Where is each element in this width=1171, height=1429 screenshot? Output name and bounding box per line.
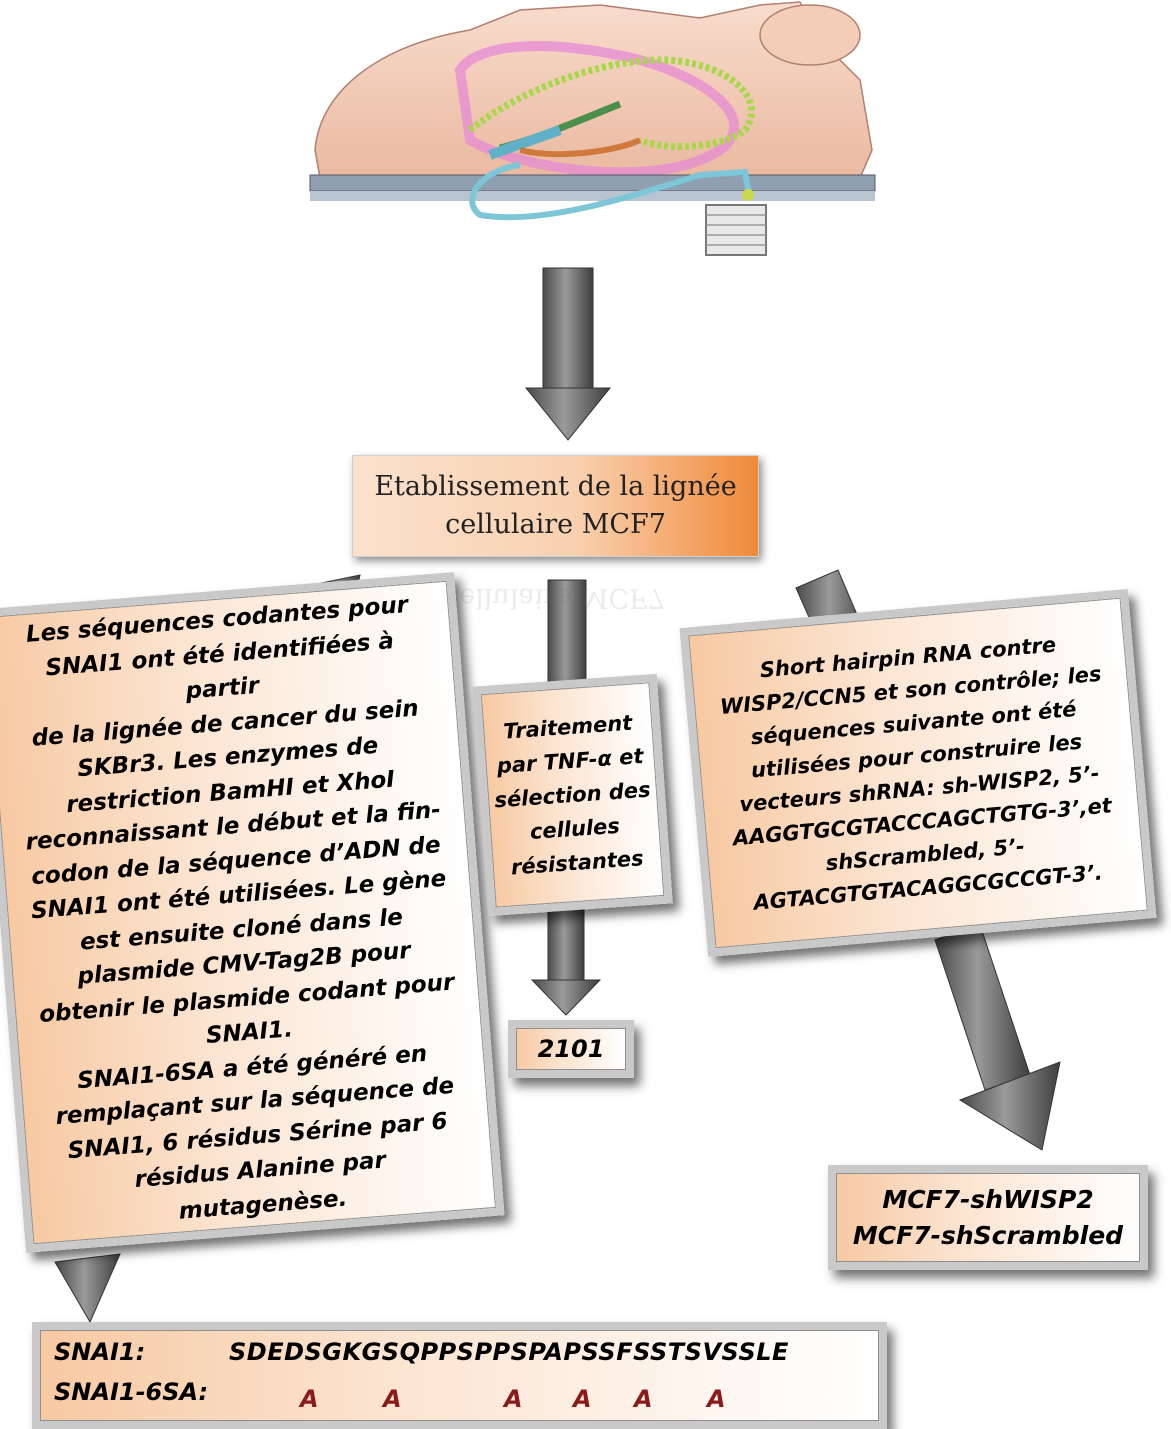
arrow-right-lower (934, 924, 1061, 1151)
sequence-box: SNAI1: SDEDSGKGSQPPSPPSPAPSSFSSTSVSSLE S… (32, 1322, 887, 1429)
result-mcf7-line1: MCF7-shWISP2 (882, 1184, 1094, 1214)
mutation-6: A (707, 1385, 726, 1413)
mutation-5: A (634, 1385, 653, 1413)
result-2101-label: 2101 (537, 1035, 605, 1063)
mutation-1: A (300, 1385, 319, 1413)
sequence-label-6sa: SNAI1-6SA: (54, 1378, 209, 1406)
arrow-left-lower (54, 1253, 121, 1324)
result-mcf7-box: MCF7-shWISP2 MCF7-shScrambled (828, 1165, 1148, 1270)
snai1-cloning-box: Les séquences codantes pour SNAI1 ont ét… (0, 572, 505, 1253)
sequence-value-snai1: SDEDSGKGSQPPSPPSPAPSSFSSTSVSSLE (229, 1338, 789, 1366)
tnf-treatment-text: Traitement par TNF-α et sélection des ce… (493, 710, 652, 880)
sequence-label-snai1: SNAI1: (54, 1338, 146, 1366)
mutation-4: A (573, 1385, 592, 1413)
surgery-illustration (309, 1, 876, 256)
main-step-line1: Etablissement de la lignée (374, 471, 737, 502)
arrow-down-main (524, 267, 612, 441)
main-step-line2: cellulaire MCF7 (445, 509, 666, 540)
tnf-treatment-box: Traitement par TNF-α et sélection des ce… (472, 673, 673, 917)
shrna-box: Short hairpin RNA contre WISP2/CCN5 et s… (679, 589, 1157, 957)
mutation-2: A (383, 1385, 402, 1413)
shrna-text: Short hairpin RNA contre WISP2/CCN5 et s… (719, 632, 1113, 915)
sequence-row-snai1: SNAI1: SDEDSGKGSQPPSPPSPAPSSFSSTSVSSLE (54, 1332, 789, 1372)
sequence-row-6sa: SNAI1-6SA: (54, 1372, 229, 1412)
result-mcf7-line2: MCF7-shScrambled (852, 1220, 1124, 1250)
result-2101-box: 2101 (508, 1020, 634, 1078)
main-step-box: Etablissement de la lignée cellulaire MC… (352, 455, 759, 557)
snai1-cloning-text: Les séquences codantes pour SNAI1 ont ét… (24, 591, 456, 1225)
arrow-down-middle (547, 579, 587, 691)
mutation-3: A (504, 1385, 523, 1413)
arrow-down-2101 (530, 904, 602, 1016)
